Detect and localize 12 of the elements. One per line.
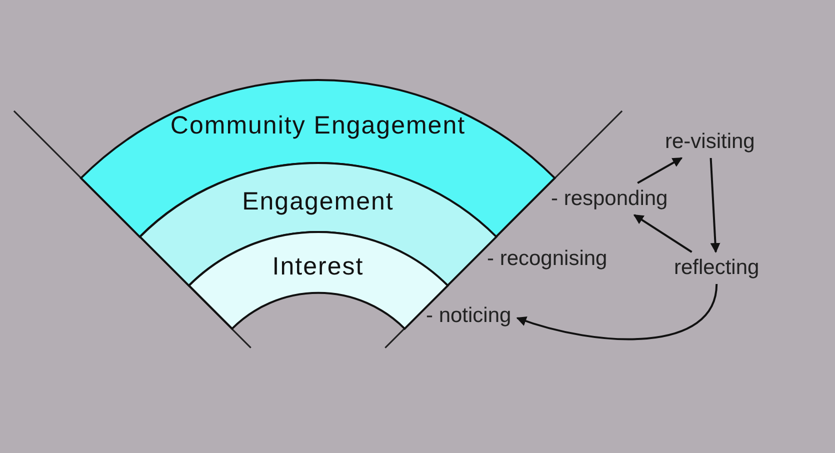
band-label: Community Engagement xyxy=(170,111,466,140)
band-label: Engagement xyxy=(242,187,394,216)
stage-label: reflecting xyxy=(674,256,760,280)
arrow xyxy=(633,214,692,253)
arrow xyxy=(516,284,718,340)
arrow xyxy=(710,158,720,253)
stage-label: - recognising xyxy=(487,247,608,271)
stage-label: re-visiting xyxy=(665,130,755,154)
band-label: Interest xyxy=(272,252,364,281)
stage-label: - noticing xyxy=(426,304,512,328)
stage-label: - responding xyxy=(551,187,668,211)
arrow xyxy=(637,157,683,184)
